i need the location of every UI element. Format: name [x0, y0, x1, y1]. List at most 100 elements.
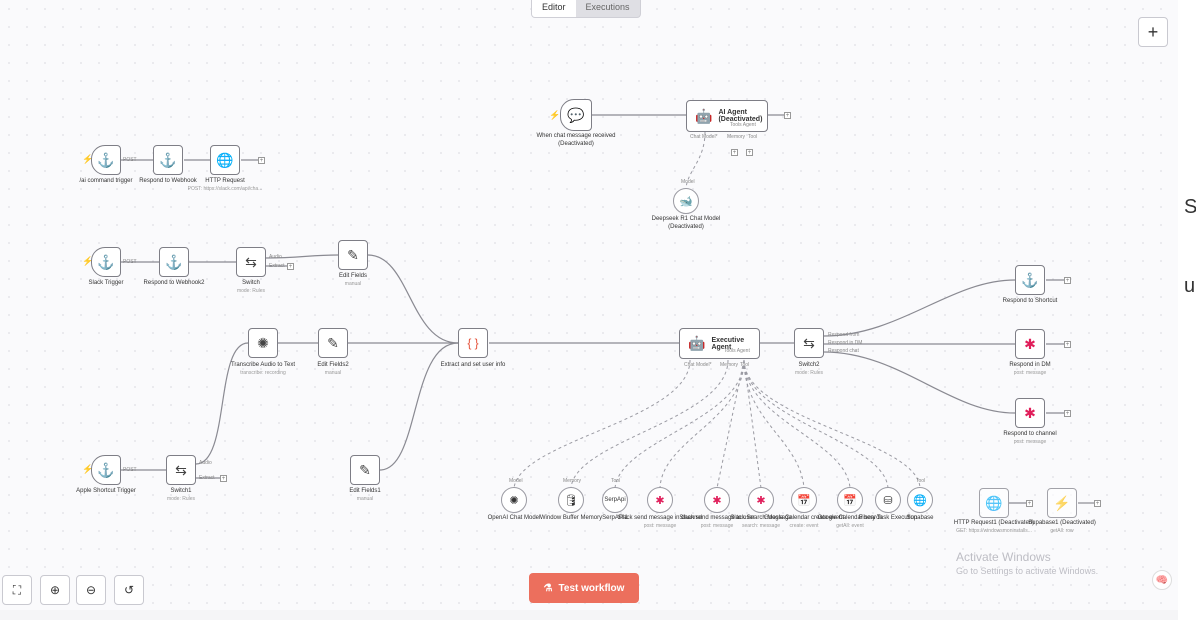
fibery-node[interactable]: ⛁: [875, 487, 901, 513]
add-tool-button[interactable]: +: [746, 149, 753, 156]
exec-port-model: Chat Model*: [684, 362, 712, 368]
add-node-button[interactable]: +: [1064, 277, 1071, 284]
transcribe-node[interactable]: ✺: [248, 328, 278, 358]
deepseek-label: Deepseek R1 Chat Model (Deactivated): [651, 216, 721, 230]
trigger-bolt-icon: ⚡: [549, 110, 561, 120]
edit-fields-node[interactable]: ✎: [338, 240, 368, 270]
respond-webhook-node[interactable]: ⚓: [153, 145, 183, 175]
add-node-button[interactable]: +: [1094, 500, 1101, 507]
extract-node[interactable]: { }: [458, 328, 488, 358]
connections: [121, 114, 1094, 504]
add-node-button[interactable]: +: [258, 157, 265, 164]
window-memory-node[interactable]: 🛢: [558, 487, 584, 513]
supabase-label: Supabase: [906, 515, 934, 521]
undo-icon: ↺: [123, 583, 135, 597]
slack-icon: ✱: [655, 494, 665, 507]
supabase1-node[interactable]: ⚡: [1047, 488, 1077, 518]
exec-port-tool: Tool: [740, 362, 750, 368]
slack-icon: ✱: [712, 494, 722, 507]
test-workflow-button[interactable]: ⚗ Test workflow: [529, 573, 639, 603]
slack-send-user-node[interactable]: ✱: [704, 487, 730, 513]
chat-trigger-node[interactable]: 💬: [560, 99, 592, 131]
zoom-in-icon: ⊕: [49, 583, 61, 597]
tab-editor[interactable]: Editor: [532, 0, 576, 17]
tab-executions[interactable]: Executions: [585, 2, 630, 12]
robot-icon: 🤖: [688, 335, 706, 351]
ai-agent-node[interactable]: 🤖 AI Agent (Deactivated): [686, 100, 768, 132]
slack-search-node[interactable]: ✱: [748, 487, 774, 513]
slack-icon: ✱: [1024, 335, 1036, 352]
respond-shortcut-node[interactable]: ⚓: [1015, 265, 1045, 295]
view-tabs: Editor Executions: [531, 0, 641, 18]
switch-icon: ⇆: [175, 461, 187, 478]
openai-label: OpenAI Chat Model: [487, 515, 541, 521]
add-node-button[interactable]: +: [1026, 500, 1033, 507]
executive-agent-node[interactable]: 🤖 Executive Agent: [679, 328, 760, 359]
zoom-in-button[interactable]: ⊕: [40, 575, 70, 605]
add-node-button[interactable]: +: [1064, 410, 1071, 417]
serpapi-node[interactable]: SerpApi: [602, 487, 628, 513]
trigger-bolt-icon: ⚡: [82, 464, 94, 474]
respond-channel-node[interactable]: ✱: [1015, 398, 1045, 428]
switch1-out-label: Extract: [199, 475, 215, 481]
webhook-icon: ⚓: [1021, 271, 1039, 288]
http-request-node[interactable]: 🌐: [210, 145, 240, 175]
edit-fields2-node[interactable]: ✎: [318, 328, 348, 358]
add-node-button[interactable]: +: [784, 112, 791, 119]
zoom-out-button[interactable]: ⊖: [76, 575, 106, 605]
add-node-button[interactable]: +: [287, 263, 294, 270]
add-node-button[interactable]: +: [220, 475, 227, 482]
pencil-icon: ✎: [327, 334, 339, 351]
switch-icon: ⇆: [803, 334, 815, 351]
flask-icon: ⚗: [543, 582, 553, 594]
http-request1-node[interactable]: 🌐: [979, 488, 1009, 518]
switch-out-label: Audio: [269, 254, 282, 260]
pencil-icon: ✎: [359, 461, 371, 478]
clipped-text: S: [1184, 196, 1196, 218]
gcal-search-node[interactable]: 📅: [837, 487, 863, 513]
edit-fields1-node[interactable]: ✎: [350, 455, 380, 485]
respond-webhook-label: Respond to Webhook: [139, 178, 197, 184]
switch2-out-label: Respond in DM: [828, 340, 863, 346]
ai-assistant-icon[interactable]: 🧠: [1152, 570, 1172, 590]
respond-webhook2-node[interactable]: ⚓: [159, 247, 189, 277]
slack-icon: ✱: [756, 494, 766, 507]
robot-icon: 🤖: [695, 107, 713, 124]
respond-dm-node[interactable]: ✱: [1015, 329, 1045, 359]
respond-shortcut-label: Respond to Shortcut: [1002, 298, 1058, 304]
openai-node[interactable]: ✺: [501, 487, 527, 513]
openai-port: Model: [509, 478, 523, 484]
network-icon: ⛁: [883, 494, 893, 507]
deepseek-node[interactable]: 🐋: [673, 188, 699, 214]
slack-icon: ✱: [1024, 404, 1036, 421]
globe-icon: 🌐: [913, 494, 927, 507]
slack-send-channel-node[interactable]: ✱: [647, 487, 673, 513]
calendar-icon: 📅: [843, 494, 857, 507]
apple-trigger-node[interactable]: ⚓: [91, 455, 121, 485]
slack-trigger-node[interactable]: ⚓: [91, 247, 121, 277]
gcal-create-node[interactable]: 📅: [791, 487, 817, 513]
add-node-button[interactable]: +: [1064, 341, 1071, 348]
right-panel-edge: S u: [1178, 0, 1196, 620]
edge-label: POST: [123, 259, 137, 265]
switch-node[interactable]: ⇆: [236, 247, 266, 277]
switch2-node[interactable]: ⇆: [794, 328, 824, 358]
add-memory-button[interactable]: +: [731, 149, 738, 156]
ai-command-trigger-node[interactable]: ⚓: [91, 145, 121, 175]
globe-icon: 🌐: [985, 494, 1003, 511]
reset-zoom-button[interactable]: ↺: [114, 575, 144, 605]
zoom-to-fit-button[interactable]: ⛶: [2, 575, 32, 605]
add-node-panel-button[interactable]: +: [1138, 17, 1168, 47]
switch1-out-label: Audio: [199, 460, 212, 466]
serpapi-icon: SerpApi: [604, 497, 626, 503]
supabase-node[interactable]: 🌐: [907, 487, 933, 513]
ai-command-trigger-label: /ai command trigger: [79, 178, 133, 184]
switch1-node[interactable]: ⇆: [166, 455, 196, 485]
fibery-label: Fibery Task Execution: [858, 515, 918, 521]
